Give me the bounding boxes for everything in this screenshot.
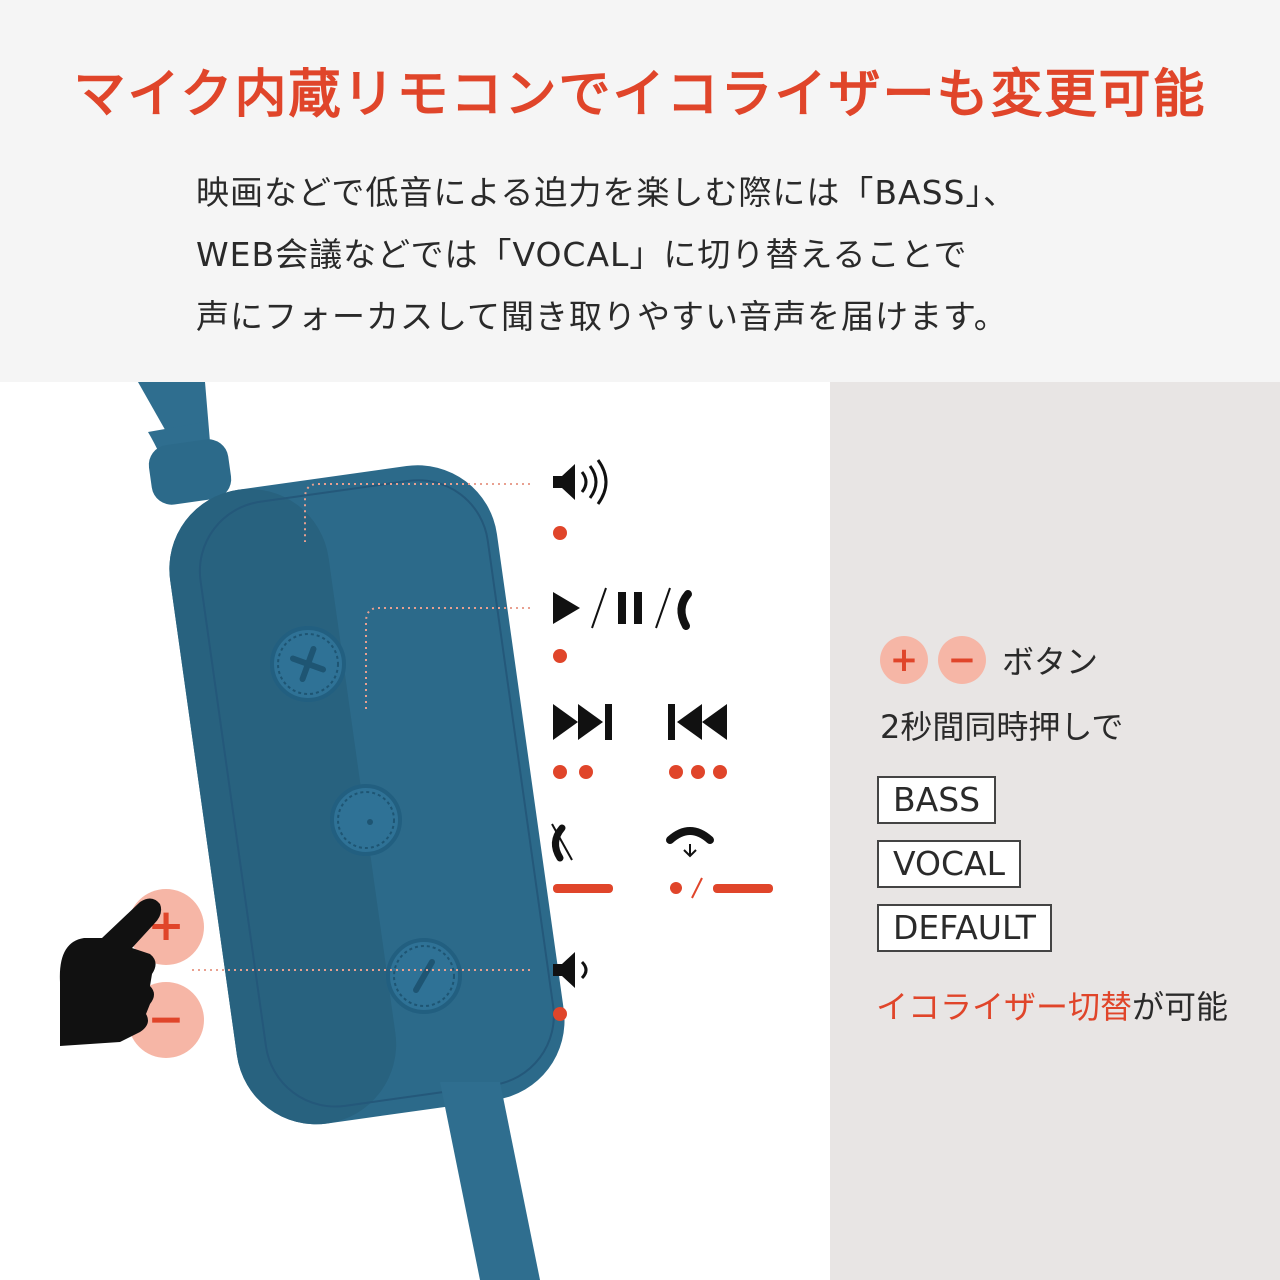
call-icon: [677, 590, 692, 630]
pointing-hand-icon: [59, 898, 162, 1046]
description-line: 声にフォーカスして聞き取りやすい音声を届けます。: [196, 297, 1008, 336]
volume-up-icon: [553, 459, 608, 505]
previous-track-icon: [668, 704, 727, 740]
eq-mode-vocal: VOCAL: [877, 840, 1021, 888]
cable-bottom: [440, 1082, 540, 1280]
page-title: マイク内蔵リモコンでイコライザーも変更可能: [73, 65, 1207, 125]
button-combo: + − ボタン: [880, 636, 1098, 684]
description-line: 映画などで低音による迫力を楽しむ際には「BASS」、: [196, 173, 1017, 212]
press-once-dot: [553, 649, 567, 663]
description: 映画などで低音による迫力を楽しむ際には「BASS」、 WEB会議などでは「VOC…: [196, 162, 1017, 348]
minus-button-icon: [386, 938, 462, 1014]
leader-lines: [190, 483, 530, 971]
button-label: ボタン: [1002, 643, 1099, 681]
remote-illustration: + −: [0, 382, 830, 1280]
plus-button-icon: [270, 626, 346, 702]
pause-icon: [618, 592, 642, 624]
finger-minus-label: −: [148, 994, 185, 1045]
eq-note: イコライザー切替が可能: [876, 982, 1228, 1028]
volume-down-icon: [553, 952, 588, 988]
hold-instruction: 2秒間同時押しで: [880, 708, 1124, 746]
eq-note-rest: が可能: [1132, 988, 1229, 1026]
multifunction-button-icon: [330, 784, 402, 856]
eq-mode-default: DEFAULT: [877, 904, 1052, 952]
cable-joint: [148, 439, 232, 505]
equalizer-panel: [830, 382, 1280, 1280]
next-track-icon: [553, 704, 612, 740]
eq-mode-bass: BASS: [877, 776, 997, 824]
hang-up-icon: [666, 827, 714, 858]
play-icon: [553, 592, 580, 624]
eq-note-highlight: イコライザー切替: [876, 988, 1133, 1026]
press-once-dot: [553, 526, 567, 540]
description-line: WEB会議などでは「VOCAL」に切り替えることで: [196, 235, 968, 274]
plus-badge: +: [880, 636, 928, 684]
header-section: マイク内蔵リモコンでイコライザーも変更可能 映画などで低音による迫力を楽しむ際に…: [0, 0, 1280, 382]
minus-badge: −: [938, 636, 986, 684]
long-press-bar: [553, 884, 613, 893]
reject-call-icon: [551, 823, 573, 862]
